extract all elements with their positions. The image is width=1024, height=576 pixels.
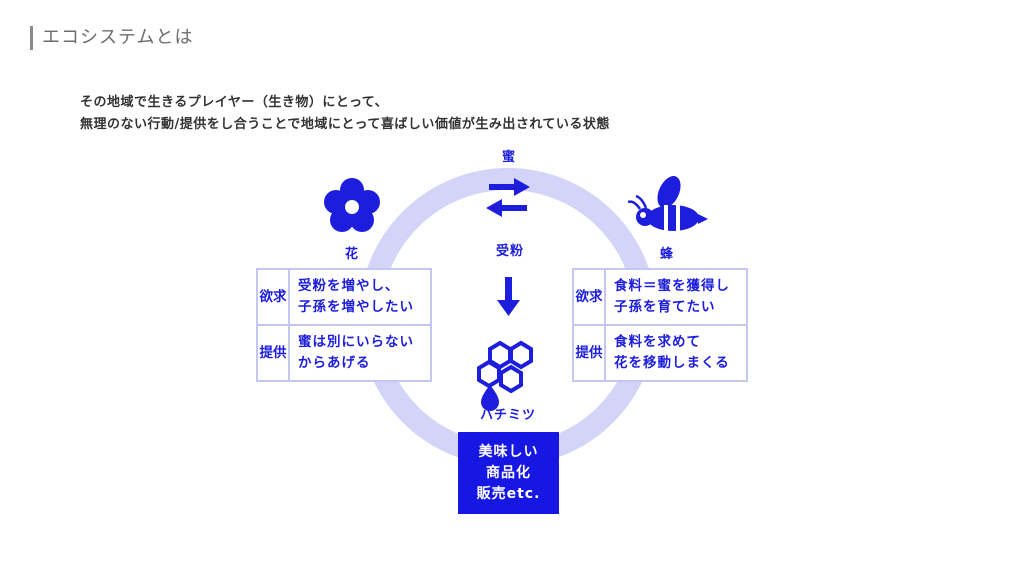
bee-desire-line-1: 食料＝蜜を獲得し (614, 278, 730, 294)
description-line-1: その地域で生きるプレイヤー（生き物）にとって、 (80, 95, 389, 110)
description-line-2: 無理のない行動/提供をし合うことで地域にとって喜ばしい価値が生み出されている状態 (80, 117, 610, 132)
product-box: 美味しい 商品化 販売etc. (458, 432, 559, 514)
bee-offer-head: 提供 (572, 324, 606, 382)
bee-offer-cell: 食料を求めて 花を移動しまくる (604, 324, 748, 382)
bee-desire-head: 欲求 (572, 268, 606, 326)
bee-offer-line-1: 食料を求めて (614, 334, 701, 350)
hachimitsu-label: ハチミツ (479, 408, 536, 423)
flower-table: 欲求 受粉を増やし、 子孫を増やしたい 提供 蜜は別にいらない からあげる (256, 268, 432, 382)
page-title: エコシステムとは (42, 27, 194, 48)
bee-desire-cell: 食料＝蜜を獲得し 子孫を育てたい (604, 268, 748, 326)
bee-offer-line-2: 花を移動しまくる (614, 355, 730, 371)
bee-desire-line-2: 子孫を育てたい (614, 299, 716, 315)
flower-offer-cell: 蜜は別にいらない からあげる (288, 324, 432, 382)
product-line-1: 美味しい (478, 444, 539, 460)
down-arrow-icon (497, 277, 520, 316)
product-line-2: 商品化 (486, 465, 531, 481)
flower-icon (324, 178, 380, 232)
honey-label: 蜜 (501, 150, 516, 165)
flower-label: 花 (344, 247, 359, 262)
flower-desire-cell: 受粉を増やし、 子孫を増やしたい (288, 268, 432, 326)
bee-table: 欲求 食料＝蜜を獲得し 子孫を育てたい 提供 食料を求めて 花を移動しまくる (572, 268, 748, 382)
flower-desire-line-1: 受粉を増やし、 (298, 278, 400, 294)
pollination-label: 受粉 (495, 244, 524, 259)
description: その地域で生きるプレイヤー（生き物）にとって、 無理のない行動/提供をし合うこと… (80, 92, 610, 136)
flower-offer-head: 提供 (256, 324, 290, 382)
flower-offer-line-2: からあげる (298, 355, 371, 371)
product-line-3: 販売etc. (476, 486, 541, 502)
bee-icon (627, 176, 708, 231)
exchange-arrows-icon (486, 178, 530, 217)
honeycomb-icon (477, 340, 533, 411)
flower-desire-line-2: 子孫を増やしたい (298, 299, 414, 315)
title-accent-bar (30, 26, 33, 50)
flower-desire-head: 欲求 (256, 268, 290, 326)
bee-label: 蜂 (659, 247, 674, 262)
flower-offer-line-1: 蜜は別にいらない (298, 334, 414, 350)
